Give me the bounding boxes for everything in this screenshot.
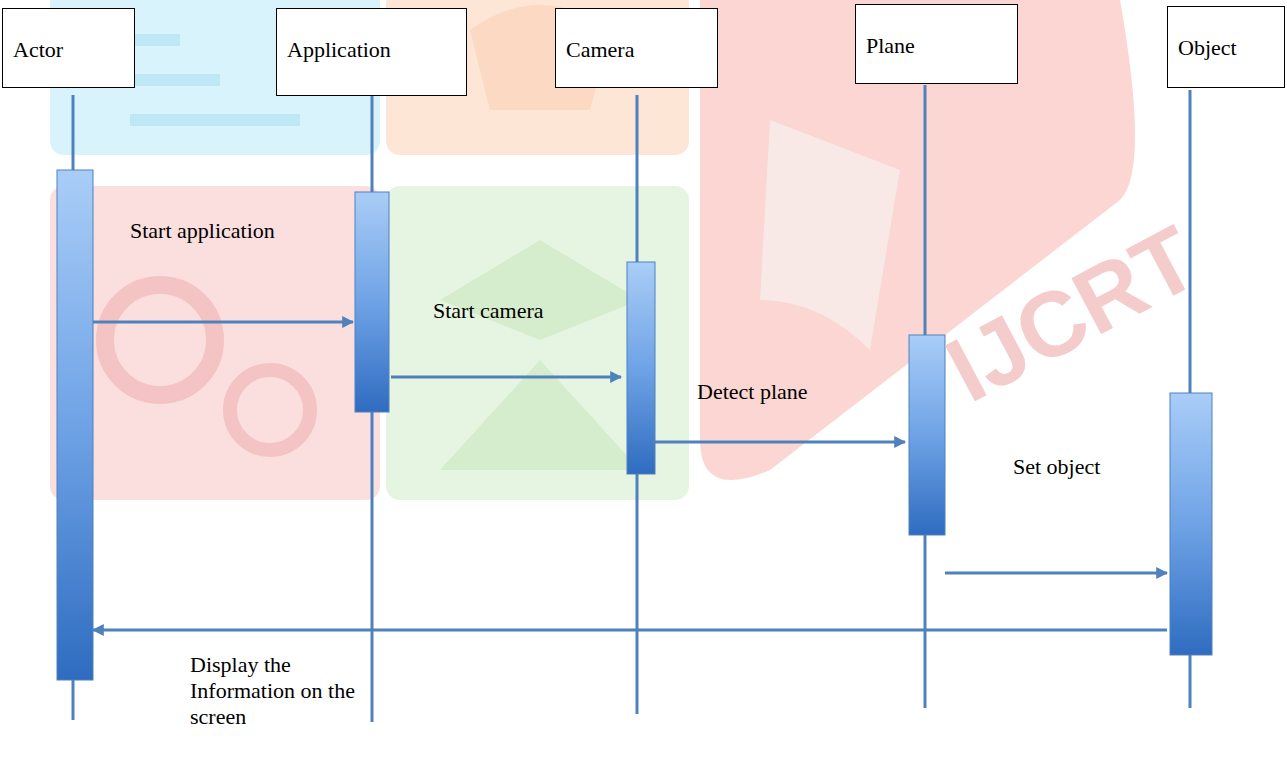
message-label: Detect plane <box>697 379 808 405</box>
activation-bar <box>909 335 945 535</box>
watermark-gear <box>105 285 215 395</box>
activation-bar <box>1170 393 1212 655</box>
watermark-tile <box>50 186 380 500</box>
watermark-cap <box>440 240 640 340</box>
participant-name: Object <box>1168 7 1284 61</box>
message-arrow <box>391 376 621 379</box>
activation-bar <box>355 192 389 412</box>
lifeline-header: Application <box>276 8 467 96</box>
message-arrow <box>93 321 353 324</box>
participant-name: Actor <box>3 9 134 63</box>
message-label: Start camera <box>433 298 544 324</box>
message-label: Display the Information on the screen <box>190 652 368 730</box>
message-arrow <box>653 441 905 444</box>
activation-bar <box>57 170 93 680</box>
message-label: Set object <box>1013 454 1100 480</box>
watermark-gear <box>230 370 310 450</box>
watermark-tile <box>386 186 689 500</box>
watermark-book <box>760 120 900 350</box>
participant-name: Camera <box>556 9 717 63</box>
lifeline-header: Camera <box>555 8 718 88</box>
lifeline-header: Object <box>1167 6 1285 88</box>
message-arrow <box>93 629 1167 632</box>
message-arrow <box>945 572 1167 575</box>
participant-name: Plane <box>856 5 1017 59</box>
activation-bar <box>627 262 655 474</box>
participant-name: Application <box>277 9 466 63</box>
lifeline-header: Actor <box>2 8 135 88</box>
lifeline-header: Plane <box>855 4 1018 84</box>
message-label: Start application <box>130 218 275 244</box>
